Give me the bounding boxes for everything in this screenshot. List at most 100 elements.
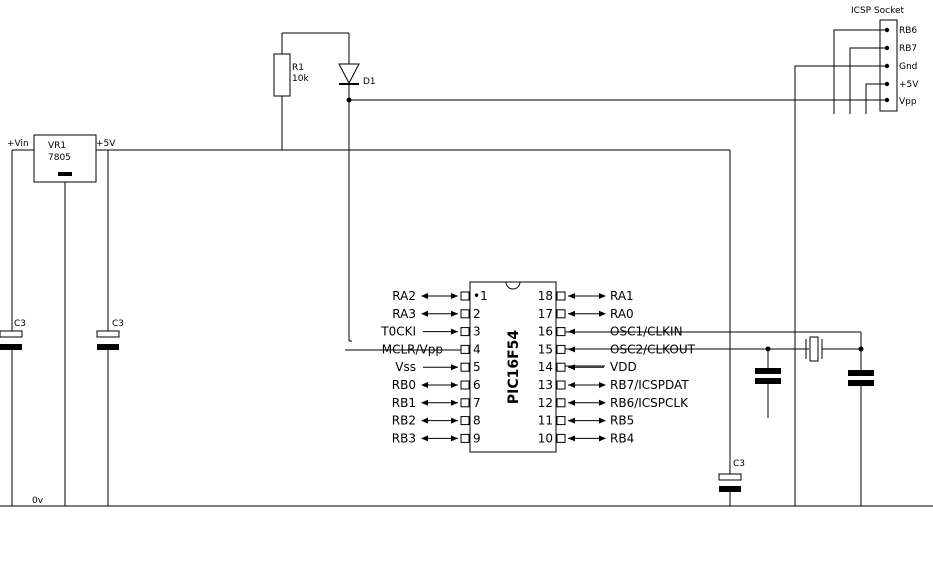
icsp-5v-wire [865, 83, 887, 114]
ic-pin-number: 18 [538, 289, 553, 303]
ic-pin-pad [460, 380, 470, 390]
pin-arrow-out [599, 417, 606, 424]
regulator-part: 7805 [48, 153, 71, 163]
crystal-body [809, 336, 819, 362]
pin-arrow-in [568, 293, 575, 299]
ic-pin-label: RB2 [392, 414, 416, 428]
osc-cap2-plate-top [848, 370, 874, 376]
osc-cap1-plate-bottom [755, 378, 781, 384]
ic-pin-number: 5 [473, 360, 481, 374]
ic-pin-pad [460, 344, 470, 354]
ic-pin-label: RB7/ICSPDAT [610, 378, 689, 392]
ic-pin-number: 11 [538, 414, 553, 428]
d1-ref: D1 [363, 77, 376, 87]
ic-pin-label: T0CKI [380, 325, 416, 339]
pin-arrow-in [451, 310, 458, 317]
icsp-pin-label: Gnd [899, 62, 917, 72]
pin-arrow-in [451, 435, 458, 442]
regulator-ref: VR1 [48, 141, 66, 151]
ic-pin-number: 12 [538, 396, 553, 410]
pin-arrow-out [599, 399, 606, 406]
pin-arrow-in [568, 417, 575, 424]
decouple-plate-pos [718, 473, 742, 481]
cout-plate-pos [96, 330, 120, 338]
pin-arrow-in [451, 364, 458, 371]
ic-pin-label: RA3 [392, 307, 416, 321]
pin-arrow-out [421, 382, 428, 388]
ic-pin-pad [556, 327, 566, 337]
ic-pin-label: RB6/ICSPCLK [610, 396, 689, 410]
ic-pin-label: RA2 [392, 289, 416, 303]
cin-plate-neg [0, 344, 22, 350]
ic-pin-pad [556, 380, 566, 390]
ic-left-pins: RA22RA33T0CKI4MCLR/Vpp5Vss6RB07RB18RB29R… [380, 289, 480, 445]
ic-pin-number: 13 [538, 378, 553, 392]
d1-body [338, 63, 360, 85]
icsp-pin-label: +5V [899, 80, 919, 90]
ic-notch [505, 281, 521, 290]
r1-ref: R1 [292, 63, 304, 73]
pin-arrow-out [599, 310, 606, 317]
ic-pin-pad [556, 398, 566, 408]
icsp-rb7-wire [849, 47, 887, 114]
osc-cap2-plate-bottom [848, 380, 874, 386]
ic-pin-pad [556, 344, 566, 354]
icsp-rb6-wire [833, 29, 887, 114]
icsp-pin-dot [884, 97, 890, 103]
ic-pin-label: RB5 [610, 414, 634, 428]
ic-pin-pad [460, 398, 470, 408]
ic-pin-pad [460, 362, 470, 372]
ic-pin-pad [556, 309, 566, 319]
ic-pin-label: RA1 [610, 289, 634, 303]
ic-pin-number: 6 [473, 378, 481, 392]
ic-pin-number: 3 [473, 325, 481, 339]
pin-arrow-in [568, 310, 575, 317]
pin-arrow-out [421, 417, 428, 424]
cin-label: C3 [14, 319, 26, 329]
decouple-plate-neg [719, 486, 741, 492]
ic-pin-label: RB1 [392, 396, 416, 410]
ic-pin-label: Vss [395, 360, 416, 374]
pin-arrow-out [599, 382, 606, 388]
ic-body [469, 281, 557, 453]
pin-arrow-out [599, 435, 606, 442]
pin-arrow-in [568, 399, 575, 406]
ic-part-label: PIC16F54 [506, 330, 522, 405]
r1-body [273, 53, 291, 97]
ic-pin-pad [460, 309, 470, 319]
ic-pin-label: VDD [610, 360, 637, 374]
pin-arrow-in [451, 382, 458, 388]
ic-pin-pad [460, 327, 470, 337]
decouple-label: C3 [733, 459, 745, 469]
regulator-ground-tab [58, 172, 72, 176]
pin-arrow-out [421, 310, 428, 317]
icsp-pin-label: RB6 [899, 26, 917, 36]
pin-arrow-in [451, 417, 458, 424]
ic-pin-pad [460, 291, 470, 301]
pin-arrow-out [421, 399, 428, 406]
ic-pin-number: 17 [538, 307, 553, 321]
cout-plate-neg [97, 344, 119, 350]
pin-arrow-out [421, 435, 428, 442]
ic-pin-pad [556, 416, 566, 426]
icsp-pin-dots [884, 27, 890, 103]
pin-arrow-out [599, 293, 606, 299]
ic-pin-label: RB3 [392, 431, 416, 445]
ic-pin-pad [460, 416, 470, 426]
regulator-out-label: +5V [96, 139, 116, 149]
ic-pin-number: 7 [473, 396, 481, 410]
ic-pin-label: RB4 [610, 431, 634, 445]
ic-pin-label: MCLR/Vpp [382, 342, 443, 356]
icsp-title: ICSP Socket [851, 6, 905, 16]
ic-pin-label: RB0 [392, 378, 416, 392]
pin-arrow-in [568, 382, 575, 388]
r1-value: 10k [292, 74, 309, 84]
ic-pin-number: 2 [473, 307, 481, 321]
pin-arrow-in [568, 435, 575, 442]
pin-arrow-in [451, 399, 458, 406]
pin-arrow-out [421, 293, 428, 299]
vin-label: +Vin [7, 139, 29, 149]
ic-pin-number: 8 [473, 414, 481, 428]
ic-pin-number: 14 [538, 360, 553, 374]
